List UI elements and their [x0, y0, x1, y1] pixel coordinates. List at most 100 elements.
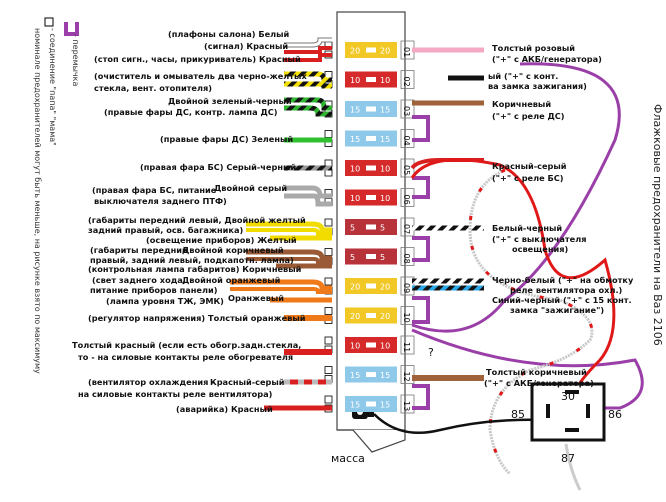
fuse-slot [366, 372, 376, 377]
label-r12b: ("+" с АКБ/генератора) [484, 378, 594, 388]
fuse-number: 06 [402, 195, 411, 205]
wire-yellow-07a [246, 221, 332, 233]
label-11b: то - на силовые контакты реле обогревате… [78, 352, 294, 362]
label-09c: питание приборов панели) [90, 285, 218, 295]
label-03b: (правые фары ДС, контр. лампа ДС) [104, 107, 278, 117]
fuse-number-box [400, 70, 415, 89]
label-06b: Двойной серый [214, 183, 288, 193]
label-r01a: Толстый розовый [492, 43, 575, 53]
fuse-number: 03 [402, 106, 411, 116]
fuse-slot [366, 254, 376, 259]
label-08d: (контрольная лампа габаритов) Коричневый [88, 264, 302, 274]
fuse-slot [366, 313, 376, 318]
wire-grey-87-out [564, 443, 582, 491]
relay-pin87-label: 87 [561, 452, 575, 465]
wire-orange-09a [230, 279, 332, 291]
label-r07b: ("+" с выключателя [492, 234, 587, 244]
label-r11: ? [428, 346, 434, 359]
label-r09c: Синий-черный ("+" с 15 конт. [492, 295, 632, 305]
left-connector-dot [324, 130, 333, 138]
wire-white-01-core [284, 38, 332, 47]
fuse-rating-r: 15 [380, 135, 390, 144]
fuse-rating-r: 15 [380, 371, 390, 380]
label-r12a: Толстый коричневый [486, 367, 587, 377]
fuse-number-box [400, 365, 415, 384]
fuse-rating-r: 5 [380, 224, 385, 233]
fuse-number: 04 [402, 136, 411, 146]
fuse-slot [366, 195, 376, 200]
fuse-rating-r: 15 [380, 401, 390, 410]
fuse-slot [366, 283, 376, 289]
fuse-rating-r: 20 [380, 47, 390, 56]
fuse-slot [366, 106, 376, 112]
fuse-rating-r: 10 [380, 76, 390, 85]
fuse-rating-l: 5 [350, 253, 355, 262]
fuse-slot [366, 47, 376, 53]
label-12b: Красный-серый [210, 377, 285, 387]
relay: 30 85 86 87 [511, 382, 622, 465]
fuse-04: 15 15 04 [345, 129, 415, 148]
fuse-number: 09 [402, 283, 411, 293]
fuse-rating-l: 15 [350, 135, 360, 144]
wire-yellow-black-02b [284, 81, 332, 89]
note-plug: - соединение "папа" "мама" [48, 28, 57, 146]
fuse-number: 10 [402, 313, 411, 323]
left-connector-dot [324, 336, 333, 345]
fuse-number: 13 [402, 401, 411, 411]
label-r02b: ва замка зажигания) [488, 81, 587, 91]
fuse-number: 01 [402, 47, 411, 57]
label-07a: (габариты передний левый, Двойной желтый [88, 215, 306, 225]
wire-green-black-03 [284, 97, 332, 111]
fuse-slot [366, 136, 376, 141]
left-connector-dot [324, 395, 333, 404]
fuse-rating-l: 20 [350, 283, 360, 292]
fuse-rating-r: 10 [380, 194, 390, 203]
label-r05a: Красный-серый [492, 161, 567, 171]
fuse-rating-l: 10 [350, 342, 360, 351]
label-02b: стекла, вент. отопителя) [94, 83, 212, 93]
wire-red-01b [284, 53, 332, 62]
wire-grey-06b [284, 193, 332, 207]
label-08b: Двойной коричневый [182, 245, 284, 255]
relay-pin-86 [586, 404, 590, 418]
page-title: Флажковые предохранители на Ваз 2106 [651, 104, 664, 346]
wire-purple-86 [411, 328, 644, 410]
label-r09a: Черно-белый ("+" на обмотку [492, 275, 634, 285]
wire-brown-08a [246, 249, 332, 261]
wire-purple-long [411, 62, 621, 333]
label-r09b: реле вентилятора охл.) [510, 285, 623, 295]
fuse-number-box [400, 306, 415, 325]
fuse-rating-r: 20 [380, 283, 390, 292]
left-connector-dot [324, 307, 333, 315]
label-01a: (плафоны салона) Белый [168, 29, 290, 39]
label-09a: (свет заднего хода, [92, 275, 186, 285]
wire-green-black-03b [284, 105, 332, 117]
label-01b: (сигнал) Красный [204, 41, 289, 51]
fuse-number-box [400, 247, 415, 266]
note-jumper: - перемычка [71, 34, 80, 87]
fuse-rating-r: 10 [380, 342, 390, 351]
label-09d: (лампа уровня ТЖ, ЭМК) [106, 296, 224, 306]
label-r01b: ("+" с АКБ/генератора) [492, 54, 602, 64]
fuse-slot [366, 342, 376, 348]
jumper-07-08 [412, 236, 430, 262]
label-12a: (вентилятор охлаждения - [88, 377, 215, 387]
fuse-number: 05 [402, 165, 411, 175]
label-r02a: ый ("+" с конт. [488, 71, 559, 81]
jumper-03-04 [412, 115, 430, 142]
label-r07c: освещения) [512, 244, 569, 254]
relay-pin-85 [546, 404, 550, 418]
label-r07a: Белый-черный [492, 223, 563, 233]
wire-grey-relay87 [468, 168, 594, 476]
fuse-rating-l: 15 [350, 106, 360, 115]
relay-pin85-label: 85 [511, 408, 525, 421]
jumper-05-06 [412, 176, 430, 199]
